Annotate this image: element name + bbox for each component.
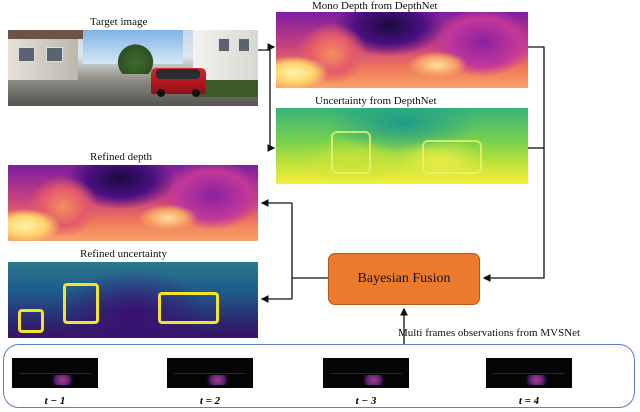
house-outline (331, 130, 371, 175)
car-wheel (156, 88, 165, 97)
red-car (150, 68, 206, 97)
observation-frame (323, 358, 409, 388)
frame-label: t = 4 (518, 395, 540, 407)
car-outline (422, 139, 482, 175)
observation-frame (167, 358, 253, 388)
car-wheel (191, 88, 200, 97)
car-outline (158, 292, 219, 325)
window (18, 46, 35, 63)
point-cloud (203, 374, 233, 385)
refined-uncertainty-map (8, 262, 258, 338)
frame-label: t − 3 (355, 395, 377, 407)
frame-label: t − 1 (44, 395, 66, 407)
mono-depth-map (276, 12, 528, 88)
car-window (156, 69, 200, 80)
uncertainty-map (276, 108, 528, 184)
uncertainty-label: Uncertainty from DepthNet (315, 95, 437, 107)
window (45, 46, 63, 63)
hedge (198, 80, 258, 97)
point-cloud (359, 374, 389, 385)
left-roof (8, 30, 83, 40)
trees (113, 43, 158, 75)
house-outline (63, 283, 99, 325)
observation-frame (486, 358, 572, 388)
observation-frame (12, 358, 98, 388)
point-cloud (48, 374, 78, 385)
scan-line (173, 373, 247, 374)
arrow-mono-to-fusion (482, 46, 545, 282)
refined-depth-label: Refined depth (90, 151, 153, 163)
point-cloud (522, 374, 552, 385)
frame-label: t = 2 (199, 395, 221, 407)
scan-line (492, 373, 566, 374)
fusion-label: Bayesian Fusion (357, 271, 451, 286)
mono-depth-label: Mono Depth from DepthNet (312, 0, 438, 12)
refined-uncertainty-label: Refined uncertainty (80, 248, 168, 260)
scan-line (329, 373, 403, 374)
window (218, 37, 230, 52)
mvs-label: Multi frames observations from MVSNet (398, 327, 581, 339)
arrow-target-to-mono (258, 43, 276, 51)
bayesian-fusion-box: Bayesian Fusion (328, 253, 480, 305)
window (238, 37, 250, 52)
scan-line (18, 373, 92, 374)
left-edge (18, 309, 44, 334)
target-image-label: Target image (90, 16, 148, 28)
refined-depth-map (8, 165, 258, 241)
target-image (8, 30, 258, 106)
